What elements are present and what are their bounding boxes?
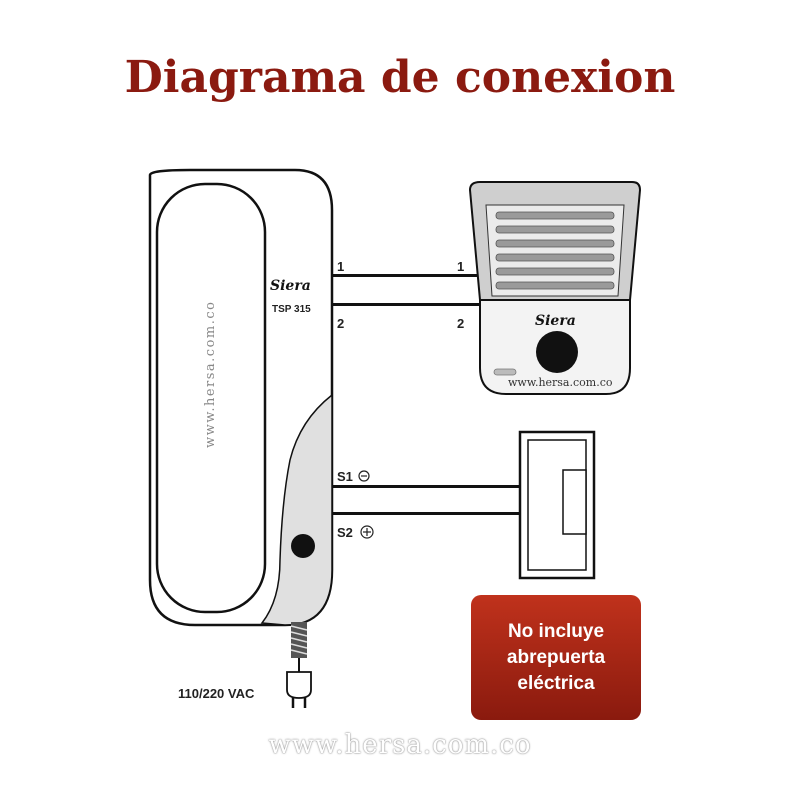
- notice-line-3: eléctrica: [517, 672, 595, 694]
- handset-watermark: www.hersa.com.co: [203, 301, 218, 448]
- intercom-handset: Siera TSP 315 www.hersa.com.co: [148, 168, 334, 708]
- speaker-grille: [495, 211, 615, 290]
- page-title: Diagrama de conexion: [124, 52, 676, 103]
- terminal-s1: S1: [337, 469, 353, 484]
- coiled-cord: [290, 622, 308, 672]
- minus-circle-icon: [358, 470, 370, 482]
- wires-audio: [332, 274, 484, 306]
- handset-button: [291, 534, 315, 558]
- notice-line-1: No incluye: [507, 620, 605, 642]
- plus-circle-icon: [360, 525, 374, 539]
- power-plug-icon: [286, 671, 312, 708]
- panel-watermark: www.hersa.com.co: [508, 376, 613, 389]
- panel-brand: Siera: [535, 313, 576, 329]
- handset-terminal-1: 1: [337, 259, 344, 274]
- handset-terminal-2: 2: [337, 316, 344, 331]
- handset-brand: Siera: [270, 278, 311, 294]
- handset-model: TSP 315: [272, 304, 311, 315]
- door-panel: Siera www.hersa.com.co: [468, 181, 642, 395]
- terminal-s2: S2: [337, 525, 353, 540]
- wires-strike: [332, 485, 520, 515]
- electric-door-strike: [518, 430, 596, 580]
- call-button: [536, 331, 578, 373]
- footer-watermark: www.hersa.com.co: [268, 730, 532, 760]
- power-label: 110/220 VAC: [178, 686, 255, 701]
- panel-terminal-2: 2: [457, 316, 464, 331]
- notice-line-2: abrepuerta: [506, 646, 606, 668]
- panel-terminal-1: 1: [457, 259, 464, 274]
- notice-box: No incluye abrepuerta eléctrica: [471, 595, 641, 720]
